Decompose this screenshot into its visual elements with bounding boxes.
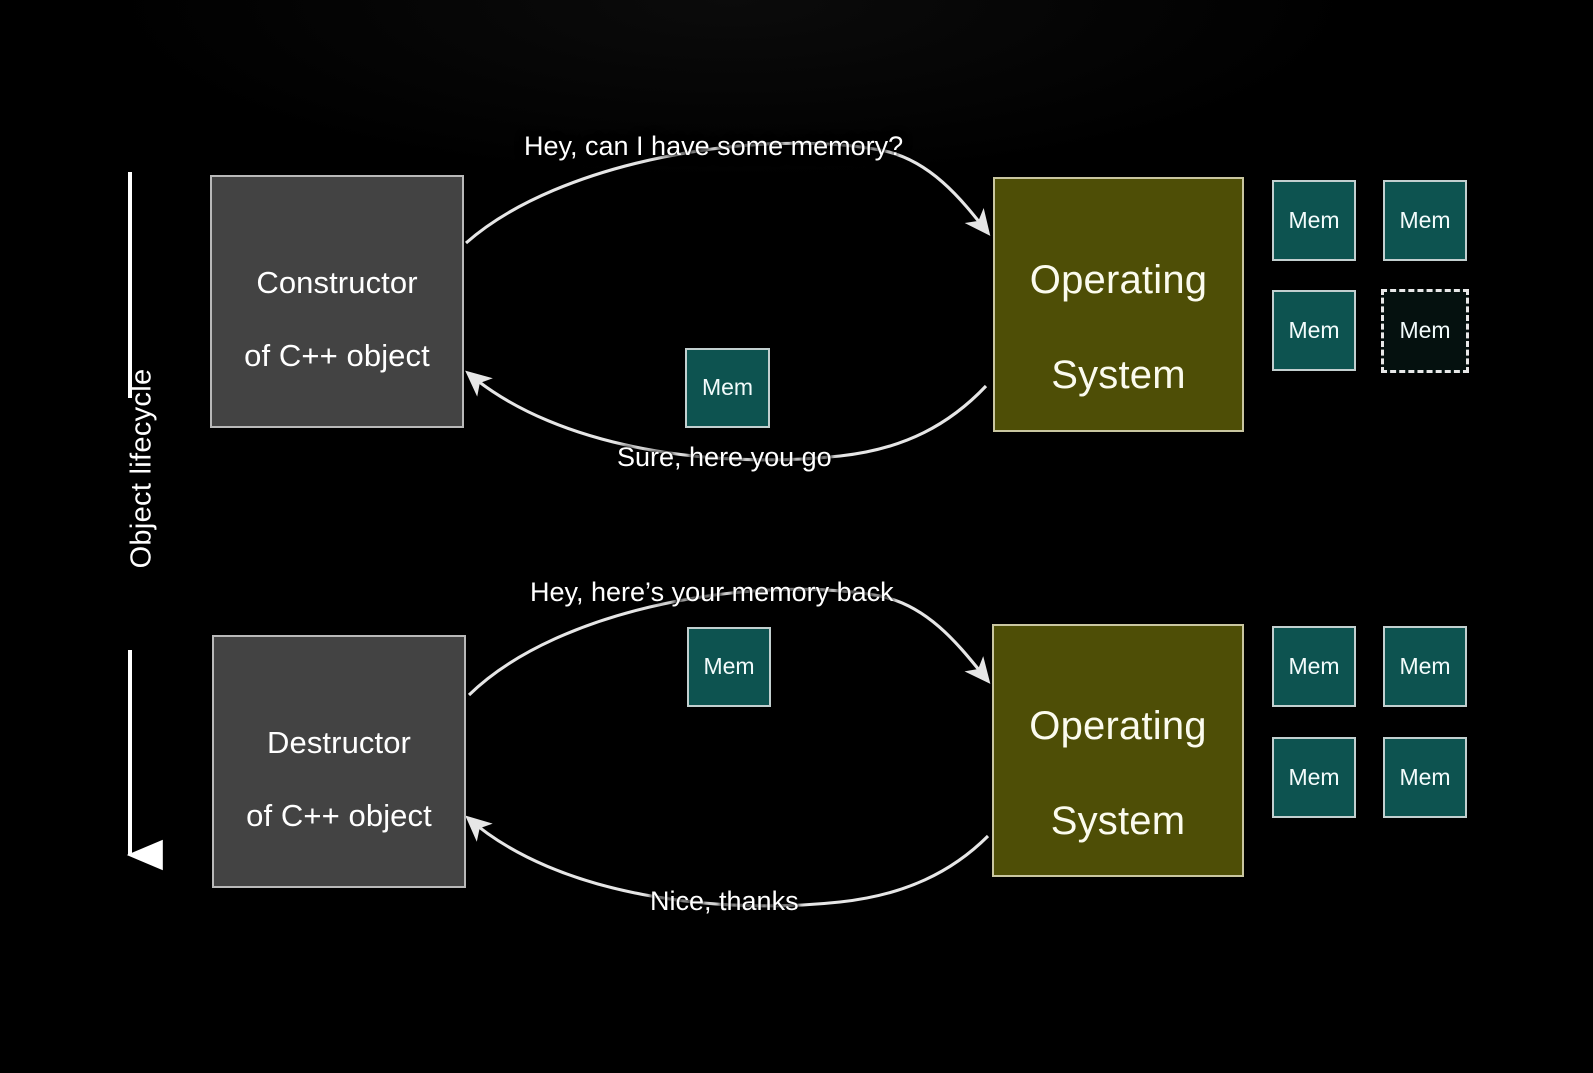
mem-pool-cell-1-label-construction: Mem: [1288, 206, 1340, 233]
operating-system-label-construction: Operating System: [1030, 210, 1207, 399]
mem-pool-cell-3-destruction[interactable]: Mem: [1272, 737, 1356, 818]
constructor-box[interactable]: Constructor of C++ object: [210, 175, 464, 428]
os-line-2-destruction: System: [1050, 798, 1186, 843]
constructor-line-2: of C++ object: [244, 338, 430, 374]
mem-pool-cell-3-construction[interactable]: Mem: [1272, 290, 1356, 371]
os-line-1-destruction: Operating: [1029, 704, 1207, 749]
lifecycle-axis-label: Object lifecycle: [125, 368, 158, 569]
mem-pool-cell-4-label-construction: Mem: [1399, 317, 1451, 344]
destructor-box[interactable]: Destructor of C++ object: [212, 635, 466, 888]
mem-pool-cell-1-label-destruction: Mem: [1288, 652, 1340, 679]
speech-response-construction: Sure, here you go: [617, 442, 832, 472]
mem-pool-cell-2-destruction[interactable]: Mem: [1383, 626, 1467, 707]
constructor-box-label: Constructor of C++ object: [244, 228, 430, 374]
speech-request-construction: Hey, can I have some memory?: [524, 131, 904, 161]
operating-system-box-construction[interactable]: Operating System: [993, 177, 1244, 432]
lifecycle-axis: Object lifecycle: [98, 160, 178, 880]
mem-pool-cell-3-label-construction: Mem: [1288, 316, 1340, 343]
mem-pool-cell-1-construction[interactable]: Mem: [1272, 180, 1356, 261]
mem-pool-cell-3-label-destruction: Mem: [1288, 763, 1340, 790]
mem-in-transit-destruction[interactable]: Mem: [687, 627, 771, 707]
mem-pool-cell-2-label-construction: Mem: [1399, 206, 1451, 233]
mem-pool-cell-2-construction[interactable]: Mem: [1383, 180, 1467, 261]
destructor-box-label: Destructor of C++ object: [246, 688, 432, 834]
os-line-2-construction: System: [1051, 352, 1186, 397]
os-line-1-construction: Operating: [1029, 258, 1208, 303]
mem-pool-cell-4-free-construction[interactable]: Mem: [1381, 289, 1469, 373]
speech-response-destruction: Nice, thanks: [650, 886, 799, 916]
constructor-line-1: Constructor: [256, 264, 418, 300]
operating-system-label-destruction: Operating System: [1029, 656, 1206, 845]
mem-pool-cell-4-label-destruction: Mem: [1399, 763, 1451, 790]
mem-in-transit-label-construction: Mem: [701, 374, 754, 401]
mem-in-transit-label-destruction: Mem: [703, 653, 755, 680]
destructor-line-1: Destructor: [267, 724, 411, 760]
mem-pool-cell-2-label-destruction: Mem: [1399, 652, 1451, 679]
speech-request-destruction: Hey, here’s your memory back: [530, 577, 894, 607]
destructor-line-2: of C++ object: [246, 798, 432, 834]
operating-system-box-destruction[interactable]: Operating System: [992, 624, 1244, 877]
mem-in-transit-construction[interactable]: Mem: [685, 348, 770, 428]
mem-pool-cell-4-destruction[interactable]: Mem: [1383, 737, 1467, 818]
mem-pool-cell-1-destruction[interactable]: Mem: [1272, 626, 1356, 707]
